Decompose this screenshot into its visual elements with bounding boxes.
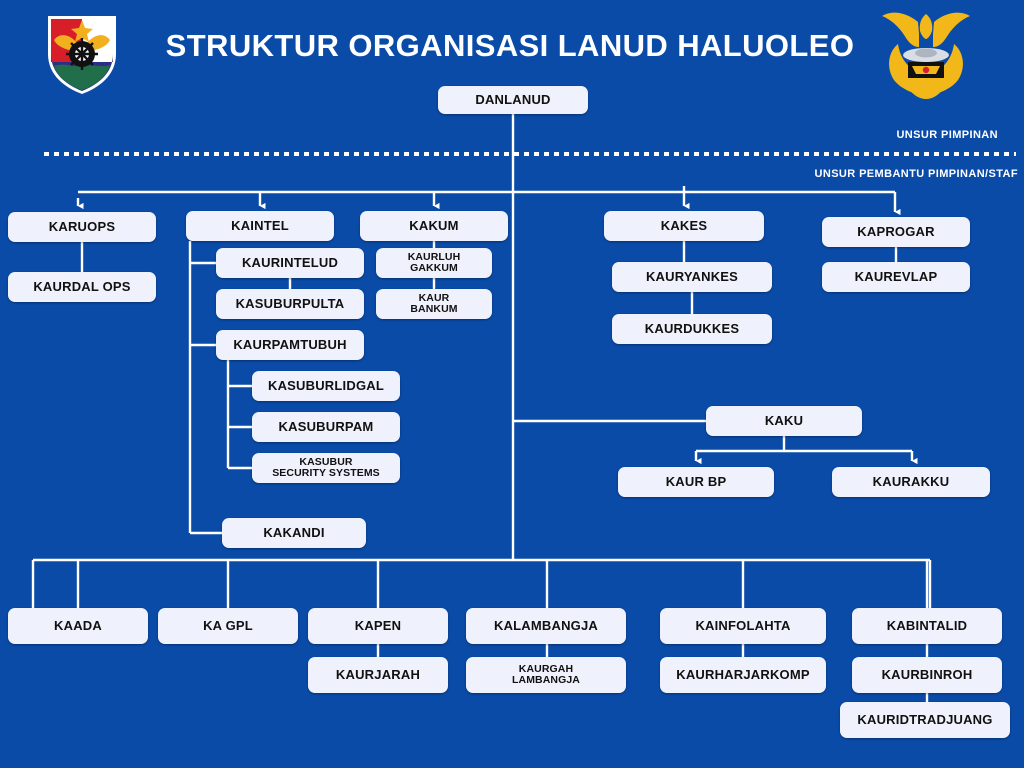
org-node-kauryankes[interactable]: KAURYANKES <box>612 262 772 292</box>
divider-dotted <box>44 152 1016 156</box>
org-node-kalambangja[interactable]: KALAMBANGJA <box>466 608 626 644</box>
org-node-kainfolahta[interactable]: KAINFOLAHTA <box>660 608 826 644</box>
org-node-karuops[interactable]: KARUOPS <box>8 212 156 242</box>
org-node-ka-gpl[interactable]: KA GPL <box>158 608 298 644</box>
org-node-kasuburlidgal[interactable]: KASUBURLIDGAL <box>252 371 400 401</box>
org-node-kaur-bp[interactable]: KAUR BP <box>618 467 774 497</box>
org-node-kauridtradjuang[interactable]: KAURIDTRADJUANG <box>840 702 1010 738</box>
tni-au-shield-crest-icon <box>48 16 116 94</box>
org-node-kaurdukkes[interactable]: KAURDUKKES <box>612 314 772 344</box>
org-node-kaurharjarkomp[interactable]: KAURHARJARKOMP <box>660 657 826 693</box>
org-node-kasuburpam[interactable]: KASUBURPAM <box>252 412 400 442</box>
org-node-kapen[interactable]: KAPEN <box>308 608 448 644</box>
page-title: STRUKTUR ORGANISASI LANUD HALUOLEO <box>165 28 855 63</box>
org-node-danlanud[interactable]: DANLANUD <box>438 86 588 114</box>
tni-au-eagle-emblem-icon <box>882 12 970 99</box>
band-label-leadership: UNSUR PIMPINAN <box>896 129 998 141</box>
org-node-kasuburpulta[interactable]: KASUBURPULTA <box>216 289 364 319</box>
org-node-kakes[interactable]: KAKES <box>604 211 764 241</box>
band-label-staff: UNSUR PEMBANTU PIMPINAN/STAF <box>814 168 1018 180</box>
org-node-kaurakku[interactable]: KAURAKKU <box>832 467 990 497</box>
org-node-kaprogar[interactable]: KAPROGAR <box>822 217 970 247</box>
org-node-kaku[interactable]: KAKU <box>706 406 862 436</box>
org-node-kaurdal-ops[interactable]: KAURDAL OPS <box>8 272 156 302</box>
org-node-kaintel[interactable]: KAINTEL <box>186 211 334 241</box>
org-node-kabintalid[interactable]: KABINTALID <box>852 608 1002 644</box>
org-node-kakandi[interactable]: KAKANDI <box>222 518 366 548</box>
org-node-kaurevlap[interactable]: KAUREVLAP <box>822 262 970 292</box>
org-node-kakum[interactable]: KAKUM <box>360 211 508 241</box>
org-node-kaurpamtubuh[interactable]: KAURPAMTUBUH <box>216 330 364 360</box>
org-node-kaada[interactable]: KAADA <box>8 608 148 644</box>
org-node-kaurintelud[interactable]: KAURINTELUD <box>216 248 364 278</box>
org-node-kaurbinroh[interactable]: KAURBINROH <box>852 657 1002 693</box>
org-node-kaurjarah[interactable]: KAURJARAH <box>308 657 448 693</box>
